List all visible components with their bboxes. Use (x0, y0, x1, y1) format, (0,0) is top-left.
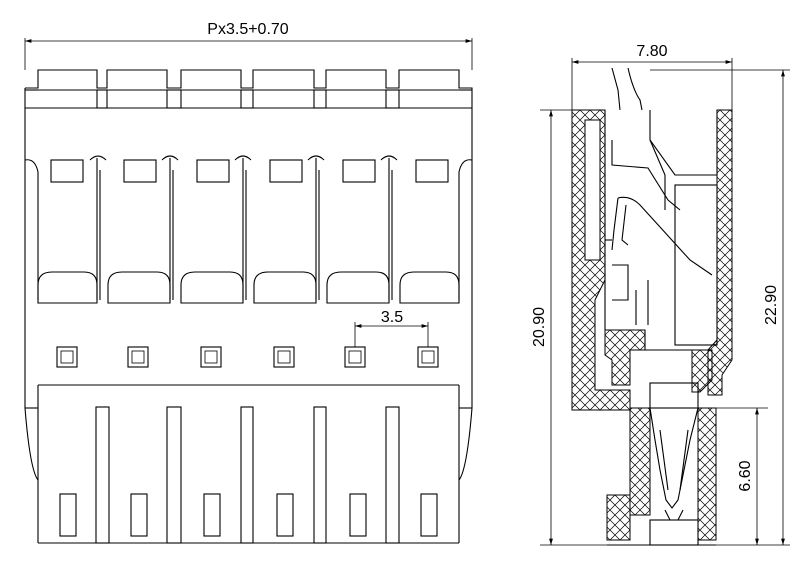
side-width-dimension: 7.80 (571, 43, 733, 110)
pole-6 (399, 159, 460, 304)
pole-2 (107, 159, 171, 304)
overall-width-dimension: Px3.5+0.70 (24, 21, 473, 70)
pin-height-label: 6.60 (737, 460, 754, 491)
pole-1 (37, 159, 98, 304)
front-body (24, 69, 473, 544)
height-left-label: 20.90 (531, 307, 548, 347)
height-right-dimension: 22.90 (650, 69, 790, 546)
pin-height-dimension: 6.60 (715, 407, 768, 545)
side-width-label: 7.80 (636, 43, 667, 60)
clamp-mechanism (604, 67, 718, 351)
pitch-dimension: 3.5 (354, 309, 429, 347)
front-view: Px3.5+0.70 (24, 21, 473, 544)
housing-section (571, 109, 733, 541)
pole-3 (180, 159, 244, 304)
height-right-label: 22.90 (763, 285, 780, 325)
pin-slots (24, 406, 473, 544)
test-holes (56, 346, 439, 368)
height-left-dimension: 20.90 (531, 109, 650, 546)
pole-5 (326, 159, 390, 304)
pole-4 (253, 159, 317, 304)
wire-entries (24, 155, 473, 304)
overall-width-label: Px3.5+0.70 (207, 21, 289, 38)
top-actuators (25, 89, 472, 109)
side-view: 7.80 20.90 22.90 6.60 (531, 43, 790, 546)
pitch-label: 3.5 (381, 309, 403, 326)
contact-pin (607, 382, 716, 546)
